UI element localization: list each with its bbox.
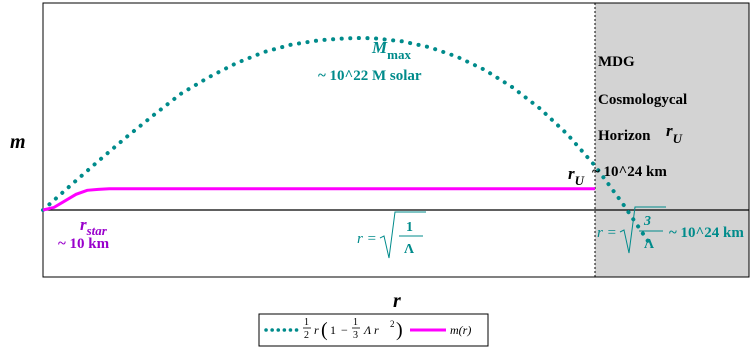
legend-sq: 2 <box>390 319 395 329</box>
legend-r: r <box>314 323 319 337</box>
legend-m-r: m(r) <box>450 323 471 337</box>
horizon-line-1: MDG <box>598 54 635 70</box>
horizon-line-2: Cosmologycal <box>598 92 687 108</box>
legend-half-den: 2 <box>304 330 309 341</box>
mmax-value: ~ 10^22 M solar <box>318 68 422 84</box>
r3-num: 3 <box>643 214 651 229</box>
legend-half-num: 1 <box>304 317 309 328</box>
series-mass-curve <box>41 35 653 247</box>
legend-rparen: ) <box>396 319 403 341</box>
legend-third-num: 1 <box>353 317 358 328</box>
horizon-line-3: Horizon <box>598 128 651 144</box>
x-axis-label: r <box>393 290 401 312</box>
rstar-value: ~ 10 km <box>58 236 110 252</box>
horizon-r-label: rU <box>666 121 683 146</box>
legend-lparen: ( <box>321 319 328 341</box>
ru-value: ~ 10^24 km <box>592 164 667 180</box>
r-lambda-num: 1 <box>406 220 413 235</box>
r-sqrt-one-over-lambda: r = 1 Λ <box>357 211 426 259</box>
legend-minus: − <box>341 323 348 337</box>
legend-third-den: 3 <box>353 330 358 341</box>
legend: 1 2 r ( 1 − 1 3 Λ r 2 ) m(r) <box>258 313 489 347</box>
rstar-label: rstar <box>80 215 108 238</box>
sqrt-sign-1 <box>379 211 426 259</box>
sqrt-sign-2 <box>619 206 666 254</box>
y-axis-label: m <box>10 131 26 153</box>
legend-one: 1 <box>330 323 336 337</box>
r3-value: ~ 10^24 km <box>669 225 744 241</box>
r-sqrt-three-over-lambda: r = 3 Λ ~ 10^24 km <box>597 206 744 254</box>
ru-label: rU <box>568 164 585 188</box>
r3-lhs: r = <box>597 225 617 241</box>
r3-den: Λ <box>644 237 654 252</box>
mmax-label: Mmax <box>371 38 411 62</box>
r-lambda-den: Λ <box>404 242 414 257</box>
series-m-of-r <box>42 187 595 212</box>
horizon-region <box>595 3 749 277</box>
legend-lambda-r: Λ r <box>363 323 379 337</box>
r-lambda-lhs: r = <box>357 231 377 247</box>
